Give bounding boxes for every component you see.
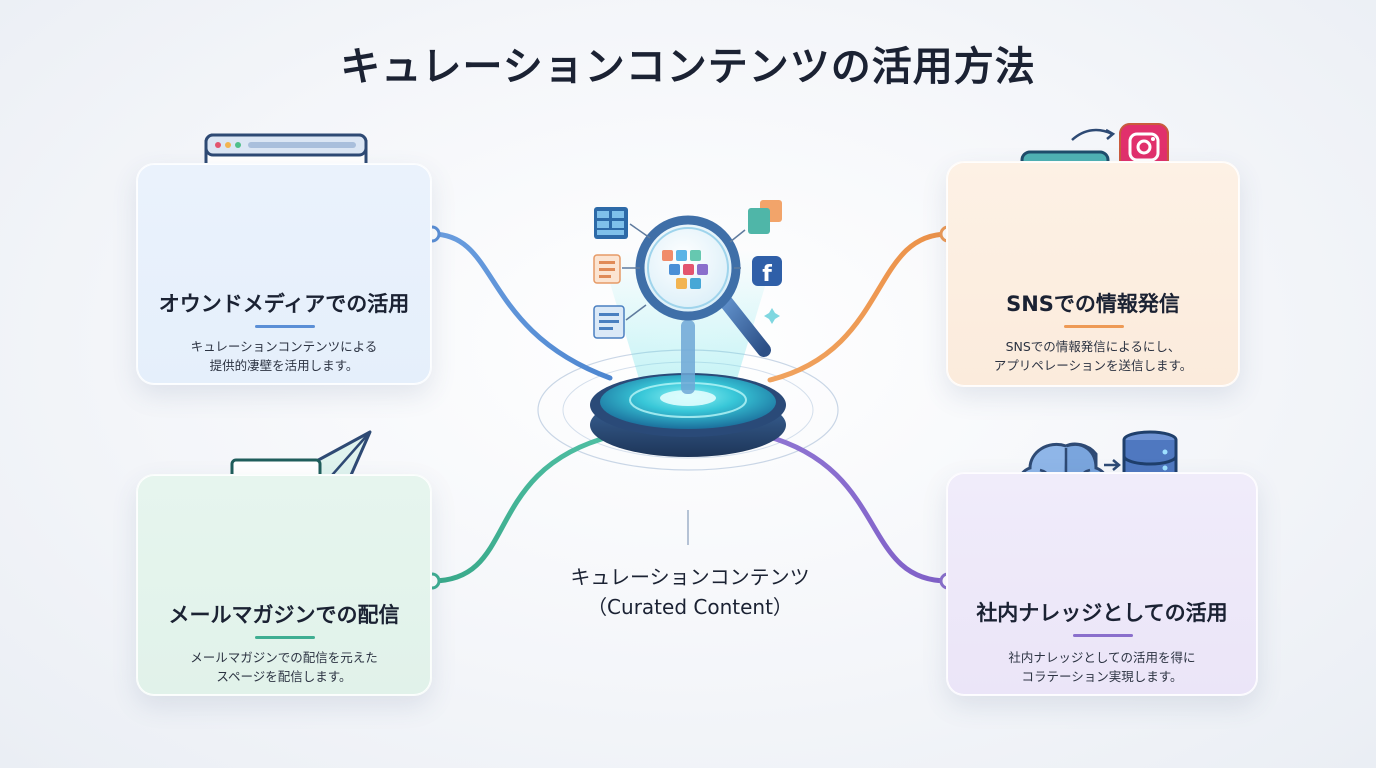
card-mail-desc-line2: スページを配信します。	[216, 669, 352, 684]
card-mail-rule	[255, 636, 315, 639]
card-owned-media: オウンドメディアでの活用 キュレーションコンテンツによる 提供的凄壁を活用します…	[136, 163, 432, 385]
card-sns-desc-line1: SNSでの情報発信によるにし、	[1005, 339, 1181, 354]
card-knowledge-desc: 社内ナレッジとしての活用を得に コラテーション実現します。	[947, 648, 1257, 686]
image-card-icon	[729, 200, 782, 243]
center-label-en: （Curated Content）	[587, 595, 793, 619]
connector-sns	[767, 225, 957, 383]
card-mail: メールマガジンでの配信 メールマガジンでの配信を元えた スページを配信します。	[136, 474, 432, 696]
center-label-jp: キュレーションコンテンツ	[570, 565, 810, 589]
sparkle-icon	[764, 308, 780, 324]
card-sns-desc: SNSでの情報発信によるにし、 アプリペレーションを送信します。	[947, 337, 1239, 375]
connector-owned-media	[423, 225, 613, 381]
card-mail-desc: メールマガジンでの配信を元えた スページを配信します。	[137, 648, 431, 686]
center-label: キュレーションコンテンツ （Curated Content）	[540, 562, 840, 622]
grid-doc-icon	[594, 207, 651, 239]
card-sns: SNSでの情報発信 SNSでの情報発信によるにし、 アプリペレーションを送信しま…	[946, 161, 1240, 387]
list-doc-icon	[593, 254, 640, 284]
facebook-glyph: f	[762, 262, 772, 287]
magnifier-hub-icon	[590, 215, 786, 457]
card-owned-media-rule	[255, 325, 315, 328]
card-mail-desc-line1: メールマガジンでの配信を元えた	[190, 650, 378, 665]
card-sns-rule	[1064, 325, 1124, 328]
card-owned-media-desc-line1: キュレーションコンテンツによる	[190, 339, 378, 354]
card-knowledge: 社内ナレッジとしての活用 社内ナレッジとしての活用を得に コラテーション実現しま…	[946, 472, 1258, 696]
card-sns-title: SNSでの情報発信	[1006, 292, 1180, 316]
text-doc-icon	[593, 304, 647, 339]
page-title: キュレーションコンテンツの活用方法	[340, 43, 1036, 90]
card-owned-media-desc: キュレーションコンテンツによる 提供的凄壁を活用します。	[137, 337, 431, 375]
card-knowledge-desc-line2: コラテーション実現します。	[1021, 669, 1183, 684]
card-knowledge-desc-line1: 社内ナレッジとしての活用を得に	[1008, 650, 1196, 665]
card-knowledge-rule	[1073, 634, 1133, 637]
card-knowledge-title: 社内ナレッジとしての活用	[976, 601, 1228, 625]
card-owned-media-desc-line2: 提供的凄壁を活用します。	[209, 358, 359, 373]
card-owned-media-title: オウンドメディアでの活用	[158, 292, 410, 316]
card-sns-desc-line2: アプリペレーションを送信します。	[993, 358, 1193, 373]
card-mail-title: メールマガジンでの配信	[168, 603, 400, 627]
facebook-icon	[752, 256, 782, 286]
